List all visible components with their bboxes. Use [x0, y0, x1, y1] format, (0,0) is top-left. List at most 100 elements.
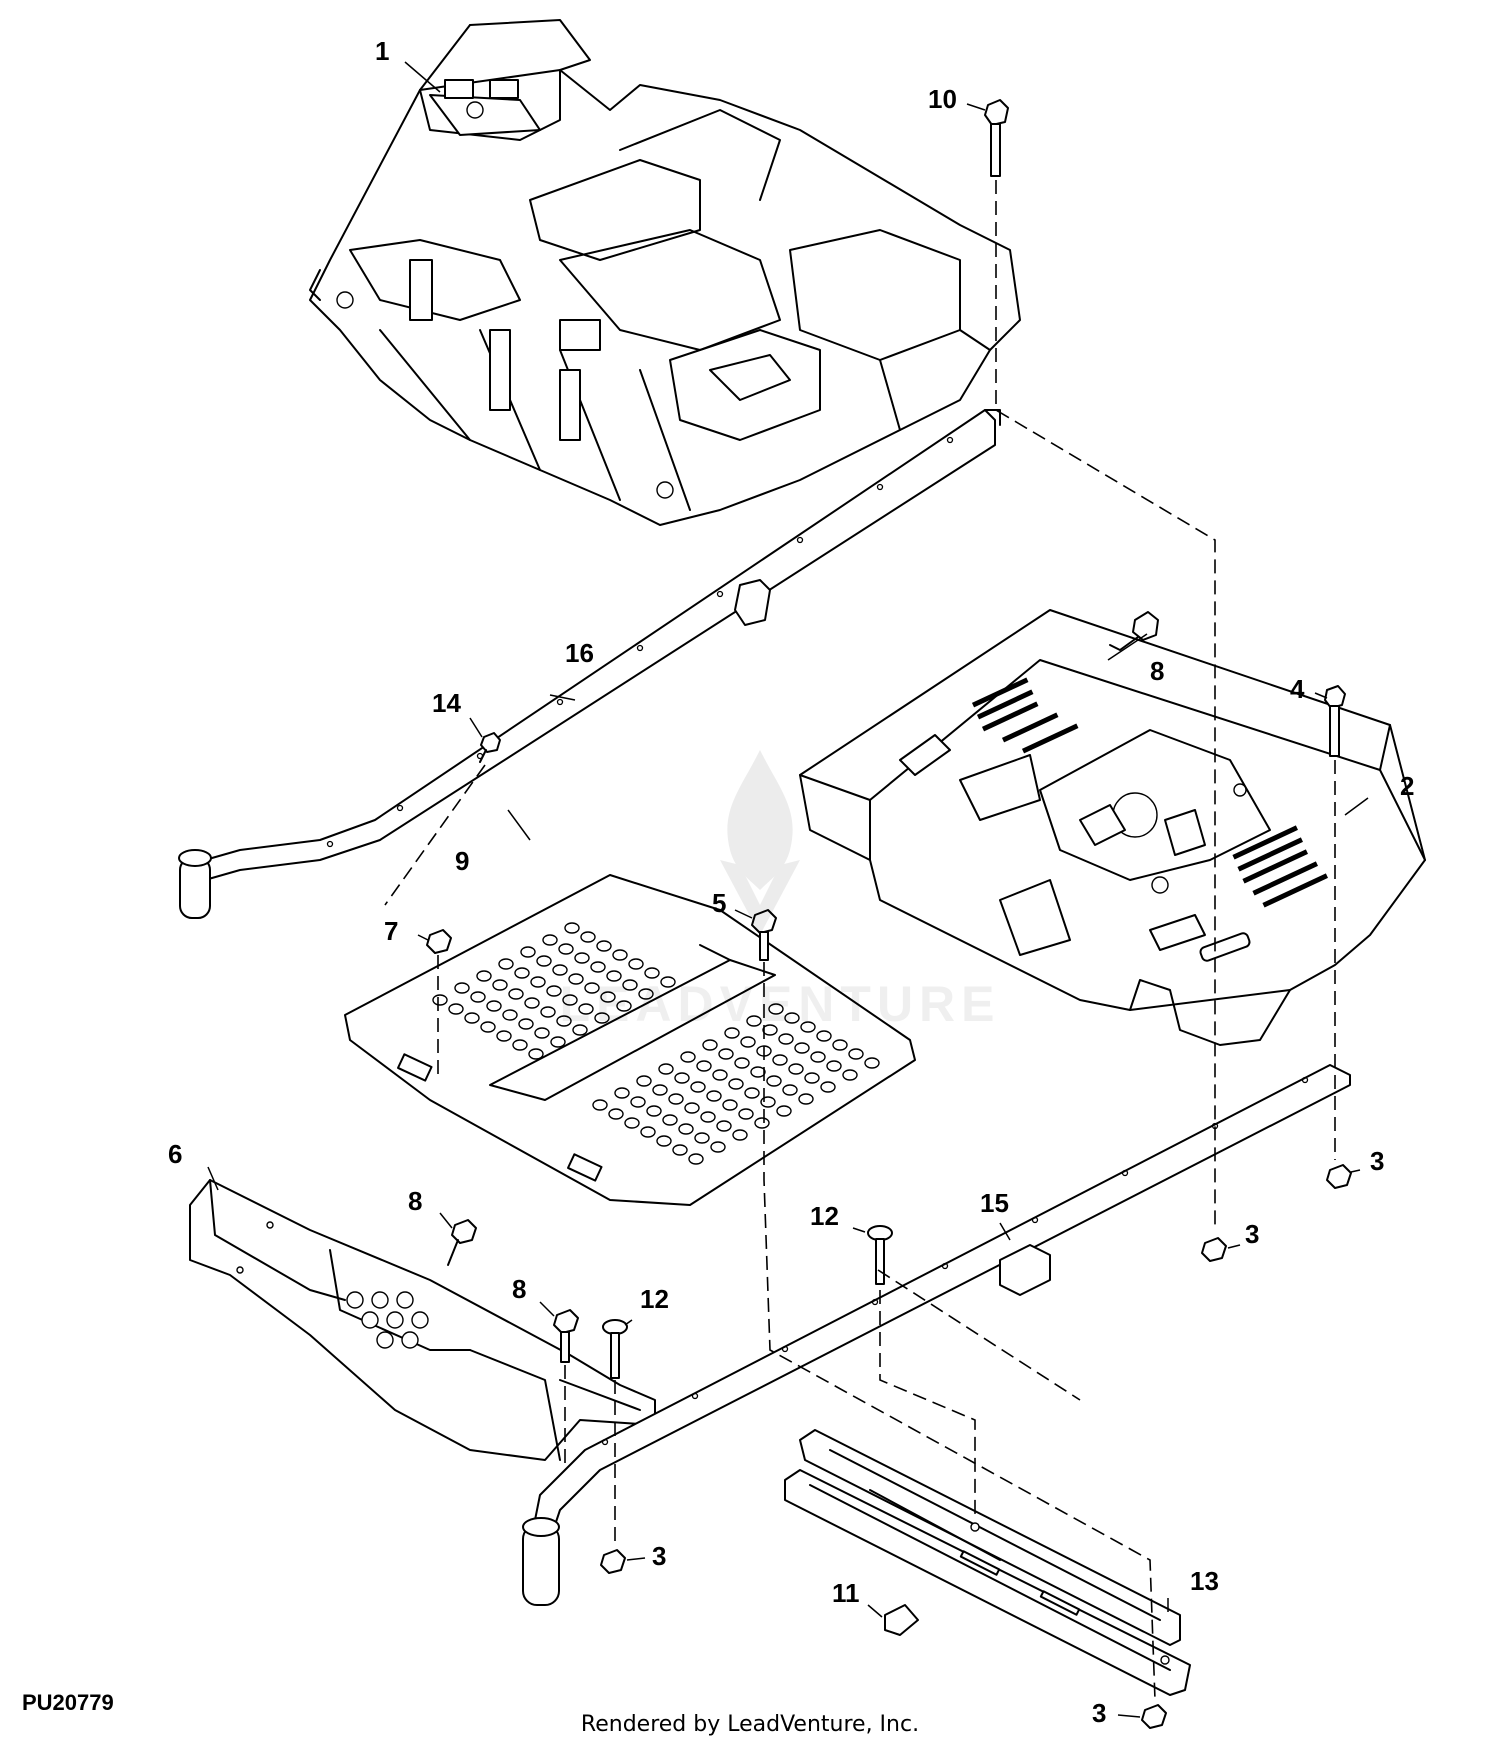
- bolt-8-middle[interactable]: [447, 1219, 477, 1266]
- bolt-8-upper[interactable]: [1109, 611, 1159, 651]
- perforation-hole: [574, 952, 590, 964]
- perforation-hole: [584, 982, 600, 994]
- perforation-hole: [470, 991, 486, 1003]
- nut-3-right-mid[interactable]: [1201, 1237, 1227, 1262]
- clip-11[interactable]: [884, 1604, 919, 1636]
- perforation-hole: [486, 1000, 502, 1012]
- perforation-hole: [706, 1090, 722, 1102]
- leadventure-logo-watermark: [720, 750, 800, 935]
- perforation-hole: [578, 1003, 594, 1015]
- part-2-seat-plate[interactable]: [799, 609, 1426, 1046]
- perforation-hole: [772, 1054, 788, 1066]
- perforation-hole: [520, 946, 536, 958]
- bolt-8-lower[interactable]: [553, 1309, 579, 1363]
- perforation-hole: [562, 994, 578, 1006]
- perforation-hole: [768, 1003, 784, 1015]
- perforation-hole: [496, 1030, 512, 1042]
- assembly-lines: [384, 180, 1336, 1701]
- perforation-hole: [564, 922, 580, 934]
- callout-11: 11: [832, 1578, 860, 1608]
- perforation-hole: [750, 1066, 766, 1078]
- callout-13: 13: [1190, 1566, 1219, 1596]
- bolt-10[interactable]: [984, 99, 1009, 177]
- perforation-hole: [608, 1108, 624, 1120]
- perforation-hole: [630, 1096, 646, 1108]
- perforation-hole: [696, 1060, 712, 1072]
- perforation-hole: [712, 1069, 728, 1081]
- perforation-hole: [678, 1123, 694, 1135]
- callout-9: 9: [455, 846, 469, 876]
- perforation-hole: [530, 976, 546, 988]
- perforation-hole: [690, 1081, 706, 1093]
- bolt-12-right[interactable]: [867, 1225, 893, 1285]
- nut-3-left-lower[interactable]: [600, 1549, 626, 1574]
- perforation-hole: [614, 1087, 630, 1099]
- callout-16: 16: [565, 638, 594, 668]
- perforation-hole: [624, 1117, 640, 1129]
- perforation-hole: [800, 1021, 816, 1033]
- vent-slots-lower: [1232, 825, 1328, 908]
- perforation-hole: [546, 985, 562, 997]
- bolt-12-left[interactable]: [602, 1319, 628, 1379]
- perforation-hole: [600, 991, 616, 1003]
- perforation-hole: [724, 1027, 740, 1039]
- perforation-hole: [788, 1063, 804, 1075]
- perforation-hole: [580, 931, 596, 943]
- perforation-hole: [718, 1048, 734, 1060]
- nut-3-bottom[interactable]: [1141, 1704, 1167, 1729]
- floor-plate-holes: [432, 922, 880, 1165]
- perforation-hole: [638, 988, 654, 1000]
- part-1-frame-housing[interactable]: [309, 19, 1021, 526]
- perforation-hole: [744, 1087, 760, 1099]
- perforation-hole: [820, 1081, 836, 1093]
- bolt-5[interactable]: [751, 909, 777, 961]
- perforation-hole: [596, 940, 612, 952]
- nut-7[interactable]: [426, 929, 452, 954]
- perforation-hole: [804, 1072, 820, 1084]
- perforation-hole: [760, 1096, 776, 1108]
- perforation-hole: [652, 1084, 668, 1096]
- callout-labels: 1 2 3 3 3 3 4 5 6 7 8 8 8 9 10 11 12 12 …: [168, 36, 1414, 1728]
- perforation-hole: [778, 1033, 794, 1045]
- perforation-hole: [514, 967, 530, 979]
- perforation-hole: [594, 1012, 610, 1024]
- callout-3-right-mid: 3: [1245, 1219, 1259, 1249]
- diagram-id-code: PU20779: [22, 1690, 114, 1715]
- leader-lines: [207, 61, 1369, 1718]
- perforation-hole: [766, 1075, 782, 1087]
- part-6-step-bracket[interactable]: [189, 1179, 656, 1461]
- perforation-hole: [680, 1051, 696, 1063]
- perforation-hole: [512, 1039, 528, 1051]
- perforation-hole: [628, 958, 644, 970]
- nut-3-right-upper[interactable]: [1326, 1164, 1352, 1189]
- perforation-hole: [864, 1057, 880, 1069]
- perforation-hole: [556, 1015, 572, 1027]
- callout-6: 6: [168, 1139, 182, 1169]
- callout-2: 2: [1400, 771, 1414, 801]
- perforation-hole: [622, 979, 638, 991]
- bolt-14[interactable]: [479, 732, 501, 763]
- part-16-left-rail[interactable]: [178, 409, 1001, 919]
- perforation-hole: [552, 964, 568, 976]
- part-13-slide-rails[interactable]: [784, 1429, 1191, 1696]
- bolt-4[interactable]: [1324, 685, 1346, 757]
- callout-3-left-lower: 3: [652, 1541, 666, 1571]
- part-15-right-rail[interactable]: [522, 1064, 1351, 1606]
- perforation-hole: [784, 1012, 800, 1024]
- perforation-hole: [776, 1105, 792, 1117]
- perforation-hole: [528, 1048, 544, 1060]
- callout-15: 15: [980, 1188, 1009, 1218]
- perforation-hole: [816, 1030, 832, 1042]
- perforation-hole: [754, 1117, 770, 1129]
- perforation-hole: [568, 973, 584, 985]
- callout-5: 5: [712, 888, 726, 918]
- callout-3-bottom: 3: [1092, 1698, 1106, 1728]
- part-9-floor-plate[interactable]: [344, 874, 916, 1206]
- perforation-hole: [448, 1003, 464, 1015]
- callout-12-right: 12: [810, 1201, 839, 1231]
- callout-4: 4: [1290, 674, 1305, 704]
- perforation-hole: [672, 1144, 688, 1156]
- perforation-hole: [480, 1021, 496, 1033]
- perforation-hole: [842, 1069, 858, 1081]
- callout-7: 7: [384, 916, 398, 946]
